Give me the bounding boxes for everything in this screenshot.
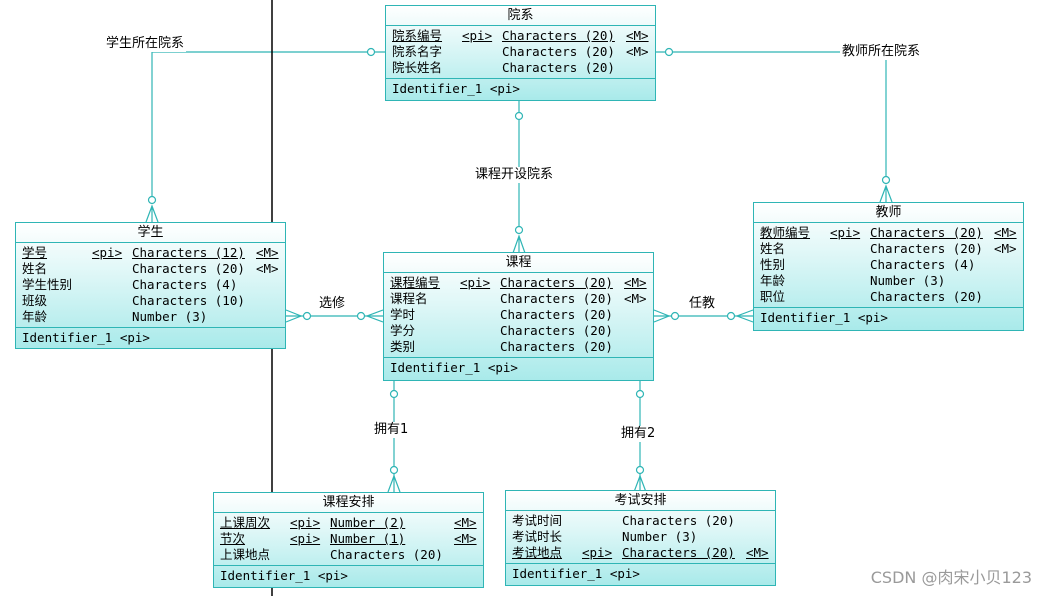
attribute-row: 课程编号 <pi> Characters (20) <M> [390,275,647,290]
relationship-label-has2: 拥有2 [619,426,658,442]
entity-schedule[interactable]: 课程安排 上课周次 <pi> Number (2) <M> 节次 <pi> Nu… [213,492,484,588]
relationship-label-course-dept: 课程开设院系 [473,167,556,183]
entity-identifier: Identifier_1 <pi> [512,566,640,581]
attribute-row: 性别 Characters (4) [760,257,976,272]
relationship-label-enroll: 选修 [317,296,348,312]
watermark: CSDN @肉宋小贝123 [870,568,1032,587]
attribute-row: 教师编号 <pi> Characters (20) <M> [760,225,1017,240]
attribute-row: 上课周次 <pi> Number (2) <M> [220,515,477,530]
entity-title: 学生 [16,223,285,243]
entity-identifier: Identifier_1 <pi> [220,568,348,583]
attribute-row: 课程名 Characters (20) <M> [390,291,647,306]
attribute-row: 院系编号 <pi> Characters (20) <M> [392,28,649,43]
relationship-label-student-dept: 学生所在院系 [104,36,187,52]
entity-identifier: Identifier_1 <pi> [390,360,518,375]
attribute-row: 考试时长 Number (3) [512,529,698,544]
attribute-row: 年龄 Number (3) [22,309,208,324]
attribute-row: 院长姓名 Characters (20) [392,60,615,75]
attribute-row: 职位 Characters (20) [760,289,983,304]
attribute-row: 院系名字 Characters (20) <M> [392,44,649,59]
attribute-row: 考试时间 Characters (20) [512,513,735,528]
entity-exam[interactable]: 考试安排 考试时间 Characters (20) 考试时长 Number (3… [505,490,776,586]
entity-identifier: Identifier_1 <pi> [760,310,888,325]
attribute-row: 姓名 Characters (20) <M> [760,241,1017,256]
attribute-row: 类别 Characters (20) [390,339,613,354]
entity-title: 院系 [386,6,655,26]
entity-title: 教师 [754,203,1023,223]
entity-title: 课程 [384,253,653,273]
attribute-row: 学生性别 Characters (4) [22,277,238,292]
entity-title: 考试安排 [506,491,775,511]
relationship-label-teacher-dept: 教师所在院系 [840,44,923,60]
entity-student[interactable]: 学生 学号 <pi> Characters (12) <M> 姓名 Charac… [15,222,286,349]
relationship-label-teach: 任教 [687,296,718,312]
attribute-row: 学时 Characters (20) [390,307,613,322]
attribute-row: 上课地点 Characters (20) [220,547,443,562]
relationship-label-has1: 拥有1 [372,422,411,438]
attribute-row: 年龄 Number (3) [760,273,946,288]
attribute-row: 班级 Characters (10) [22,293,245,308]
entity-course[interactable]: 课程 课程编号 <pi> Characters (20) <M> 课程名 Cha… [383,252,654,381]
attribute-row: 学分 Characters (20) [390,323,613,338]
attribute-row: 节次 <pi> Number (1) <M> [220,531,477,546]
attribute-row: 考试地点 <pi> Characters (20) <M> [512,545,769,560]
entity-title: 课程安排 [214,493,483,513]
entity-dept[interactable]: 院系 院系编号 <pi> Characters (20) <M> 院系名字 Ch… [385,5,656,101]
attribute-row: 学号 <pi> Characters (12) <M> [22,245,279,260]
entity-teacher[interactable]: 教师 教师编号 <pi> Characters (20) <M> 姓名 Char… [753,202,1024,331]
entity-identifier: Identifier_1 <pi> [22,330,150,345]
entity-identifier: Identifier_1 <pi> [392,81,520,96]
attribute-row: 姓名 Characters (20) <M> [22,261,279,276]
